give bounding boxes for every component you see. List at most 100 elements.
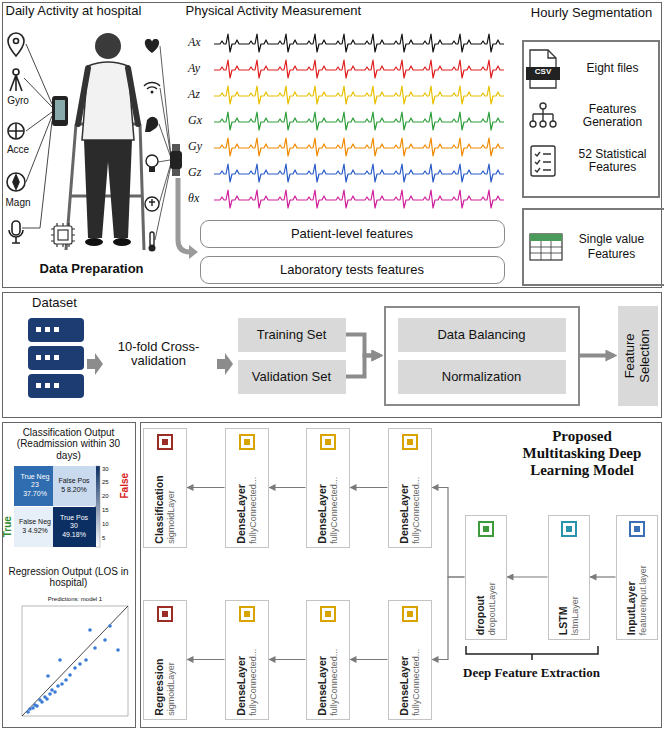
layer-type: fullyConnected... [410, 476, 421, 543]
text-holder: Gx [188, 114, 212, 128]
signal-name: Az [188, 88, 212, 102]
layer-icon [478, 521, 494, 537]
patient-figure [113, 238, 131, 246]
walker-frame [140, 124, 144, 250]
chip-icon [54, 226, 72, 244]
rotated-text: ClassificationsigmoidLayer [153, 455, 176, 543]
flow-arrow [432, 577, 465, 660]
group-caption: Deep Feature Extraction [450, 666, 614, 681]
scatter-point [68, 673, 72, 677]
layer-icon [561, 521, 577, 537]
axis-label: True [2, 516, 14, 537]
text-holder: Az [188, 88, 212, 102]
text-holder: 25 [102, 479, 116, 486]
scatter-point [88, 628, 92, 632]
patient-figure [78, 68, 88, 124]
watch-sensor-icon [145, 39, 159, 53]
flow-arrow [187, 487, 225, 488]
text-holder: 30 [102, 466, 116, 473]
layer-icon-core [325, 439, 331, 445]
feature-box: Laboratory tests features [200, 256, 505, 284]
server-icon [28, 318, 84, 342]
text-holder: Magn [2, 197, 34, 209]
text-holder: 52 Statistical Features [568, 148, 658, 176]
scatter-plot [22, 606, 128, 716]
watch-sensor-icon [146, 155, 158, 167]
server-light [45, 355, 50, 360]
layer-name: DenseLayer [235, 656, 248, 716]
text-holder: Gy [188, 140, 212, 154]
server-icon [28, 318, 84, 398]
table-icon [530, 234, 562, 260]
text-holder: Deep Feature Extraction [450, 666, 614, 681]
scatter-point [48, 692, 52, 696]
watch-sensor-icon [149, 245, 156, 252]
scatter-plot [22, 606, 128, 716]
output-panel: True Neg 23 37.70%False Pos 5 8.20%False… [2, 422, 136, 728]
tree-icon [540, 103, 546, 109]
process-box: Feature Selection [618, 306, 658, 406]
rotated-text: DenseLayerfullyConnected... [316, 627, 339, 715]
output-heading: Classification Output (Readmission withi… [6, 427, 132, 462]
layer-icon [320, 434, 336, 450]
colorbar [95, 466, 100, 547]
patient-figure [128, 68, 138, 124]
scatter-point [53, 690, 57, 694]
matrix-cell: False Neg 3 4.92% [14, 507, 57, 547]
text-holder: Data Preparation [40, 262, 170, 277]
block-arrow [217, 353, 233, 375]
text-holder: Proposed Multitasking Deep Learning Mode… [510, 428, 655, 480]
sensor-icon [9, 230, 23, 243]
data-preparation-panel: Patient-level featuresLaboratory tests f… [2, 2, 662, 288]
sensor-icon [13, 175, 19, 189]
flow-arrow-graphic [189, 245, 198, 259]
box-label: Single value Features [570, 232, 654, 261]
text-holder: Eight files [568, 62, 658, 76]
server-icon [28, 374, 84, 398]
layer-block: DenseLayerfullyConnected... [388, 600, 432, 720]
text-holder: Hourly Segmentation [526, 6, 658, 21]
text-holder: Daily Activity at hospital [6, 4, 186, 19]
text-holder: 5 [102, 535, 116, 542]
scatter-point [78, 662, 82, 666]
watch-sensor-icon [149, 199, 155, 206]
layer-icon-core [162, 439, 168, 445]
layer-block: dropoutdropoutLayer [465, 515, 507, 640]
signal-name: Ax [188, 36, 212, 50]
text-holder: 20 [102, 493, 116, 500]
text-holder: False [119, 473, 131, 499]
text-holder: Ay [188, 62, 212, 76]
group-box: Data BalancingNormalization [384, 306, 580, 406]
sensor-icon [9, 124, 23, 138]
smartwatch-icon [172, 144, 180, 152]
signal-name: Gz [188, 166, 212, 180]
watch-link [155, 46, 171, 240]
model-title: Proposed Multitasking Deep Learning Mode… [510, 428, 655, 480]
flow-arrow [507, 576, 548, 577]
cell-value: False Pos 5 8.20% [58, 477, 91, 493]
layer-block: RegressionsigmoidLayer [143, 600, 187, 720]
chip-icon [51, 223, 75, 247]
scatter-point [26, 710, 30, 714]
layer-name: InputLayer [625, 582, 638, 636]
watch-sensor-icon [144, 83, 160, 89]
chip-icon [51, 223, 75, 247]
layer-icon-core [244, 611, 250, 617]
tree-icon [530, 121, 536, 127]
bracket [466, 646, 598, 660]
phone-icon [55, 100, 65, 120]
smartwatch-icon [170, 151, 182, 169]
layer-icon-core [566, 526, 572, 532]
model-panel: InputLayerfeatureInput.layerLSTMlstmLaye… [140, 422, 662, 728]
server-light [45, 327, 50, 332]
tick-label: 30 [102, 466, 116, 473]
step-label: Dataset [20, 296, 90, 311]
text-holder: Physical Activity Measurement [186, 4, 396, 19]
layer-name: LSTM [557, 607, 570, 636]
layer-icon-core [634, 526, 640, 532]
signal-name: θx [188, 192, 212, 206]
text-holder: 10-fold Cross-validation [104, 340, 214, 370]
box-label: Validation Set [252, 369, 331, 385]
step-label: Features Generation [568, 103, 658, 131]
